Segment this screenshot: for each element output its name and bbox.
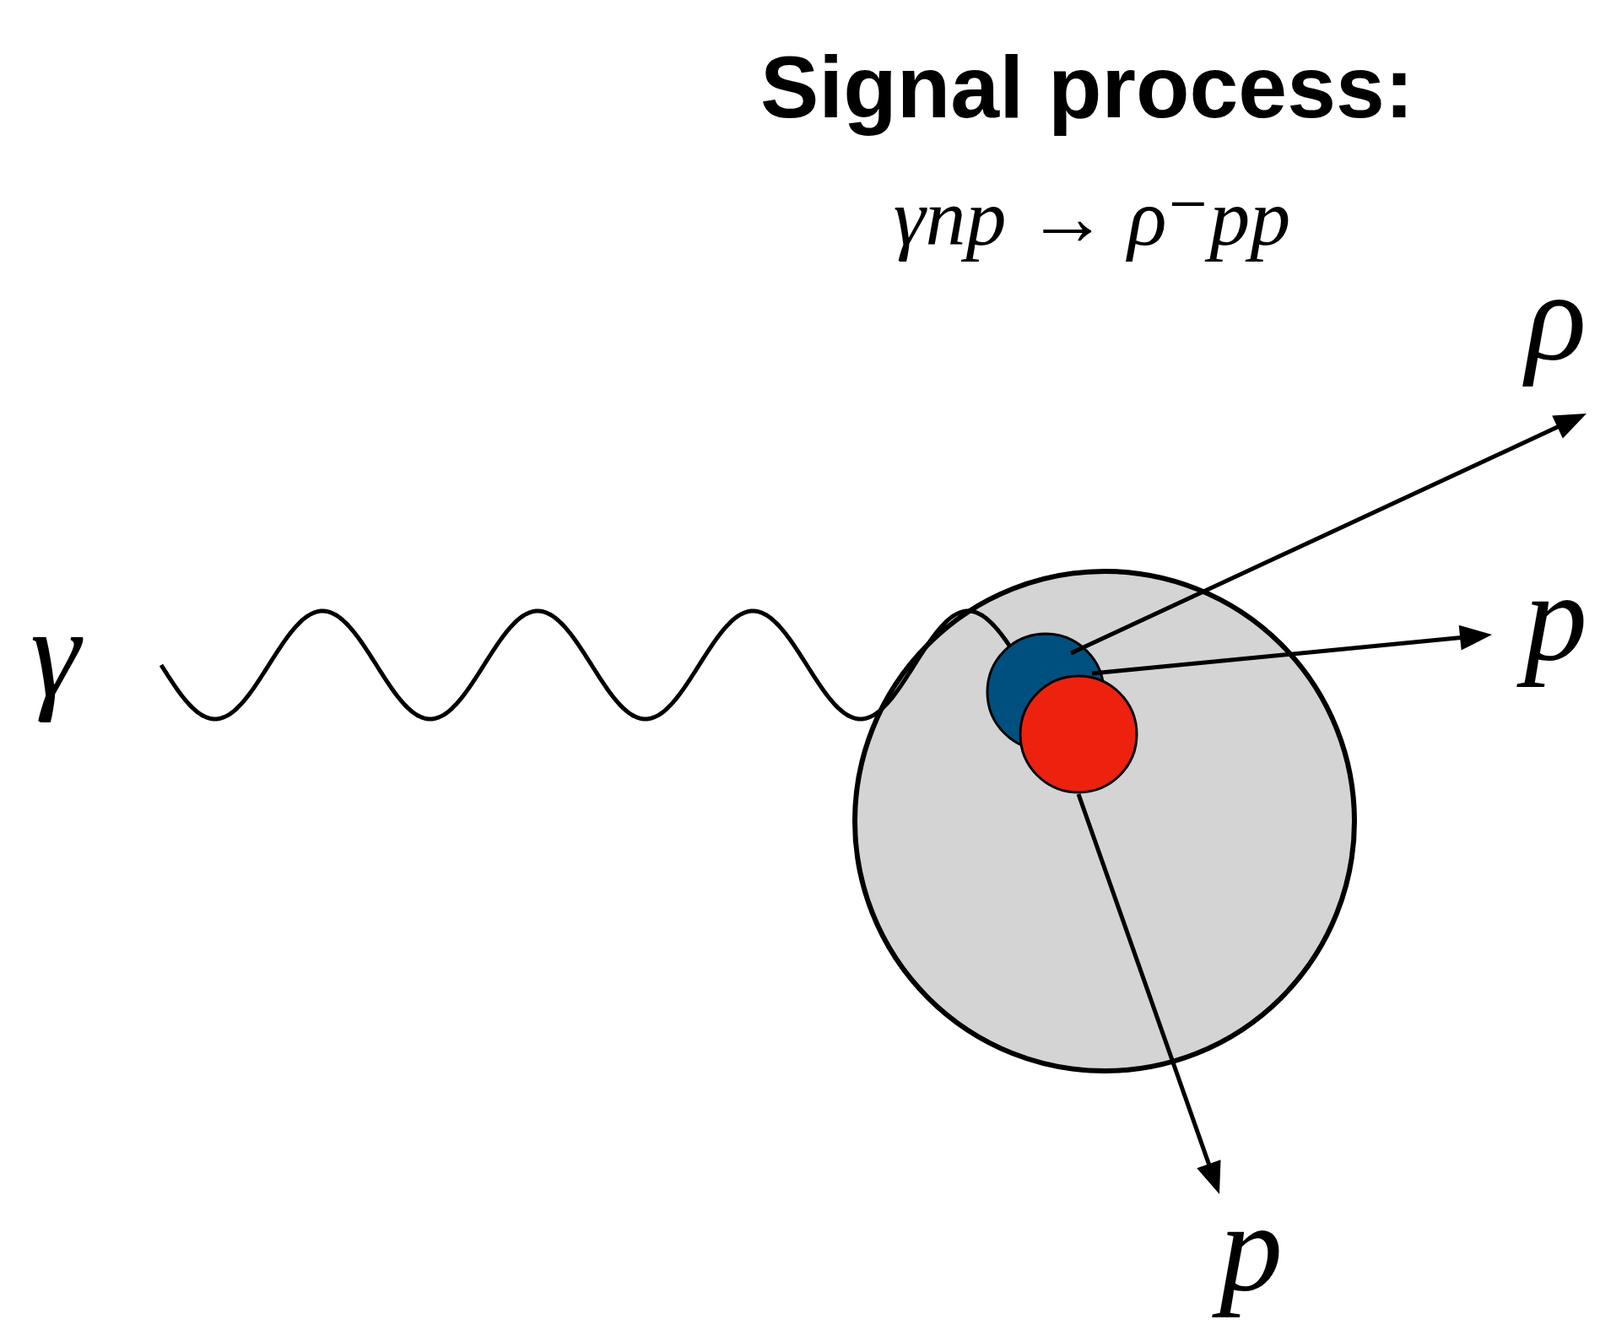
arrow-shaft — [1091, 637, 1464, 674]
arrow-shaft — [1070, 425, 1561, 654]
arrow-shaft — [1078, 794, 1211, 1168]
proton-circle — [1020, 675, 1137, 793]
momentum-arrow — [1078, 794, 1222, 1195]
arrow-head — [1459, 625, 1492, 651]
title: Signal process: — [760, 43, 1414, 131]
arrow-layer — [1070, 413, 1587, 1195]
momentum-arrow — [1091, 625, 1492, 674]
photon-layer — [161, 610, 1010, 719]
particle-label: γ — [30, 589, 81, 716]
momentum-arrow — [1070, 413, 1587, 654]
nucleus-circle — [854, 571, 1355, 1071]
photon-wave — [161, 610, 1010, 719]
arrow-head — [1551, 413, 1587, 439]
particle-label: p — [1219, 1183, 1283, 1311]
arrow-head — [1196, 1159, 1221, 1195]
particle-label: p — [1524, 553, 1588, 681]
particle-label: ρ — [1525, 253, 1587, 380]
reaction-formula: γnp → ρ⁻pp — [754, 177, 1430, 259]
